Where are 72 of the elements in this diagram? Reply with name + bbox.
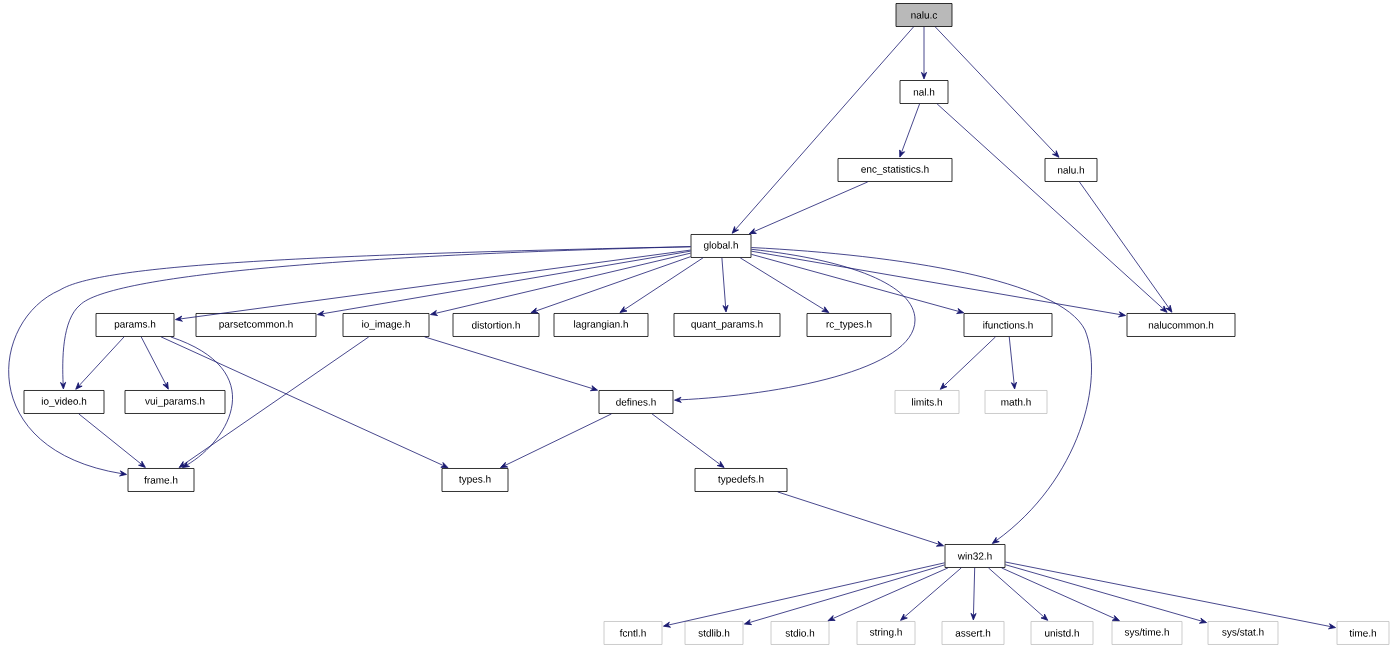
arrow — [934, 26, 1060, 158]
arrow — [500, 413, 612, 468]
header-box: fcntl.h — [603, 621, 663, 645]
arrow — [424, 336, 598, 392]
arrow — [530, 256, 691, 314]
header-box: global.h — [690, 234, 752, 258]
header-box: types.h — [441, 468, 509, 492]
header-box: distortion.h — [452, 313, 540, 337]
arrow — [751, 253, 965, 314]
header-box: stdio.h — [770, 621, 830, 645]
arrow — [78, 413, 146, 468]
header-box: sys/time.h — [1111, 621, 1183, 645]
header-box: typedefs.h — [694, 468, 788, 492]
header-box: parsetcommon.h — [195, 313, 317, 337]
header-box: nal.h — [899, 80, 949, 104]
arrow — [1005, 561, 1336, 630]
arrow — [1001, 567, 1120, 622]
header-box: frame.h — [127, 468, 195, 492]
arrow — [170, 336, 233, 468]
header-box: limits.h — [894, 390, 960, 414]
arrow — [921, 26, 927, 80]
header-box: rc_types.h — [806, 313, 892, 337]
header-box: defines.h — [598, 390, 674, 414]
arrow — [140, 336, 169, 390]
header-box: unistd.h — [1030, 621, 1094, 645]
header-box: enc_statistics.h — [837, 158, 953, 182]
arrow — [751, 250, 1126, 318]
arrow — [178, 336, 370, 468]
arrow — [8, 246, 691, 477]
arrow — [75, 336, 125, 390]
arrow — [748, 181, 869, 235]
arrow — [1005, 564, 1207, 624]
header-box: lagrangian.h — [553, 313, 649, 337]
arrow — [175, 249, 691, 322]
header-box: string.h — [856, 621, 916, 645]
arrow — [899, 103, 920, 158]
arrow — [739, 257, 830, 313]
arrow — [651, 413, 725, 468]
arrow — [936, 103, 1168, 313]
header-box: sys/stat.h — [1207, 621, 1279, 645]
arrow — [777, 491, 944, 547]
arrow — [317, 250, 691, 317]
arrow — [988, 567, 1049, 621]
arrow — [939, 336, 996, 390]
arrow — [731, 26, 914, 234]
file-box: nalu.c — [895, 3, 953, 27]
arrow — [827, 567, 949, 622]
header-box: win32.h — [944, 544, 1006, 568]
arrow — [744, 564, 945, 625]
arrow — [751, 247, 1092, 544]
arrow — [900, 567, 962, 621]
arrow — [674, 248, 916, 403]
header-box: vui_params.h — [124, 390, 226, 414]
header-box: math.h — [984, 390, 1048, 414]
arrow — [160, 336, 449, 469]
header-box: quant_params.h — [673, 313, 781, 337]
header-box: nalu.h — [1044, 158, 1098, 182]
arrow — [970, 567, 977, 621]
header-box: params.h — [95, 313, 175, 337]
header-box: ifunctions.h — [963, 313, 1053, 337]
arrow — [430, 252, 691, 316]
arrow — [619, 257, 704, 313]
header-box: nalucommon.h — [1126, 313, 1236, 337]
arrow — [1079, 181, 1173, 313]
arrow — [663, 562, 945, 628]
header-box: io_video.h — [23, 390, 105, 414]
arrow — [1008, 336, 1017, 390]
header-box: time.h — [1336, 621, 1390, 645]
header-box: stdlib.h — [684, 621, 744, 645]
header-box: io_image.h — [342, 313, 430, 337]
header-box: assert.h — [941, 621, 1005, 645]
arrow — [721, 257, 729, 313]
